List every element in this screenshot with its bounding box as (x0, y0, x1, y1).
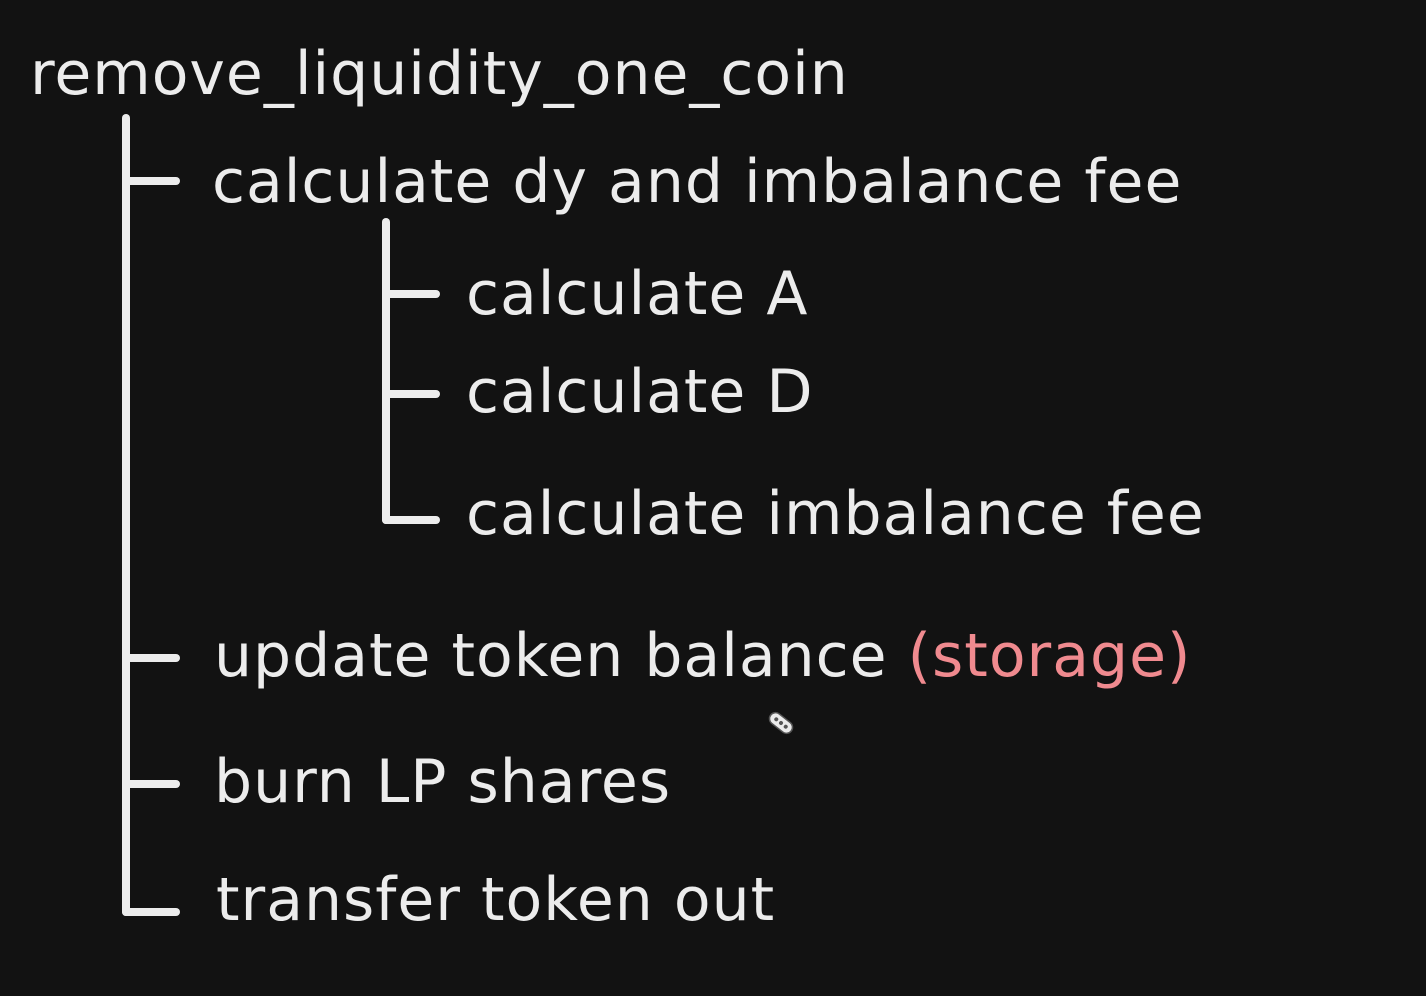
substep-calculate-d-label: calculate D (466, 357, 814, 427)
step-update-token-balance-label: update token balance (214, 621, 888, 691)
step-calculate-dy-label: calculate dy and imbalance fee (212, 147, 1183, 217)
storage-note-label: (storage) (907, 621, 1192, 691)
root-function-label: remove_liquidity_one_coin (30, 39, 849, 109)
step-transfer-token-out-label: transfer token out (216, 865, 776, 935)
cursor-icon (768, 711, 794, 735)
step-update-token-balance: update token balance (storage) (214, 626, 1191, 686)
substep-calculate-imbalance-fee-label: calculate imbalance fee (466, 479, 1205, 549)
step-burn-lp-shares-label: burn LP shares (214, 747, 672, 817)
substep-calculate-a-label: calculate A (466, 259, 809, 329)
